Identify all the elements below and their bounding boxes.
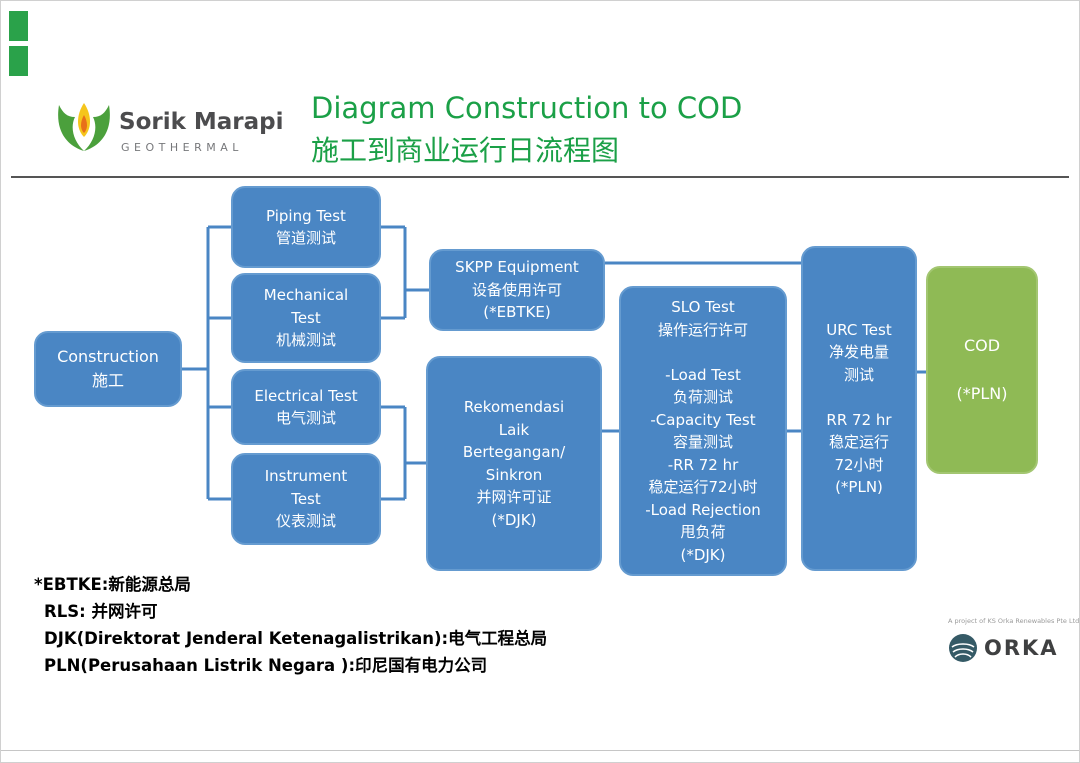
node-line: 稳定运行 [828, 433, 889, 451]
node-line: Rekomendasi [463, 398, 565, 416]
node-line: -Load Rejection [645, 500, 761, 519]
node-line: Test [291, 308, 321, 327]
node-line: 仪表测试 [275, 512, 336, 531]
brand-name: Sorik Marapi [119, 109, 284, 135]
footnote-ebtke: *EBTKE:新能源总局 [34, 575, 191, 594]
node-line: 电气测试 [275, 409, 336, 427]
node-line: URC Test [826, 320, 892, 339]
node-line: 容量测试 [672, 433, 733, 451]
node-line: 并网许可证 [476, 488, 552, 506]
node-line: Bertegangan/ [462, 443, 566, 461]
node-line: 施工 [91, 371, 124, 390]
node-mechanical-test: Mechanical Test 机械测试 [231, 273, 381, 363]
node-instrument-test: Instrument Test 仪表测试 [231, 453, 381, 545]
orka-wordmark: ORKA [984, 636, 1059, 660]
node-line [806, 386, 912, 409]
node-line [624, 341, 782, 364]
node-skpp-equipment: SKPP Equipment 设备使用许可 (*EBTKE) [429, 249, 605, 331]
node-line: 稳定运行72小时 [648, 478, 758, 496]
node-piping-test: Piping Test 管道测试 [231, 186, 381, 268]
node-line: 72小时 [834, 455, 884, 474]
node-line: SKPP Equipment [455, 258, 579, 277]
node-line: COD [963, 336, 1001, 355]
accent-square-bottom [9, 46, 28, 76]
bottom-divider [1, 750, 1079, 751]
node-line: (*PLN) [956, 384, 1008, 403]
node-line: RR 72 hr [826, 410, 892, 429]
footnote-pln: PLN(Perusahaan Listrik Negara ):印尼国有电力公司 [44, 656, 488, 675]
node-slo-test: SLO Test 操作运行许可 -Load Test 负荷测试 -Capacit… [619, 286, 787, 576]
footnotes: *EBTKE:新能源总局 RLS: 并网许可 DJK(Direktorat Je… [34, 571, 547, 679]
orka-logo: ORKA [948, 633, 1079, 663]
sorik-marapi-flower-icon [58, 103, 110, 151]
node-line: 负荷测试 [672, 388, 733, 406]
node-line: 净发电量 [828, 343, 889, 361]
accent-square-top [9, 11, 28, 41]
node-cod: COD (*PLN) [926, 266, 1038, 474]
node-line: -RR 72 hr [667, 455, 739, 474]
sorik-marapi-logo: Sorik Marapi GEOTHERMAL [53, 95, 284, 165]
node-line: 操作运行许可 [657, 320, 748, 339]
node-line: Test [291, 489, 321, 508]
node-line: SLO Test [671, 298, 735, 316]
node-electrical-test: Electrical Test 电气测试 [231, 369, 381, 445]
node-construction: Construction 施工 [34, 331, 182, 407]
orka-footer: A project of KS Orka Renewables Pte Ltd.… [948, 617, 1080, 663]
node-line: -Load Test [665, 365, 741, 384]
node-line: Mechanical [263, 286, 349, 305]
page-title-chinese: 施工到商业运行日流程图 [311, 134, 620, 167]
project-note: A project of KS Orka Renewables Pte Ltd. [948, 617, 1080, 625]
node-line: Construction [57, 347, 159, 366]
node-line: (*PLN) [835, 478, 883, 496]
node-line: 设备使用许可 [471, 280, 562, 299]
node-line: Laik [498, 420, 530, 439]
footnote-djk: DJK(Direktorat Jenderal Ketenagalistrika… [44, 629, 548, 648]
node-line: (*DJK) [491, 510, 537, 529]
node-line: Instrument [264, 467, 348, 486]
node-line: Piping Test [266, 206, 346, 225]
node-line: Electrical Test [254, 386, 358, 405]
node-rekomendasi-laik-bertegangan-sinkron: Rekomendasi Laik Bertegangan/ Sinkron 并网… [426, 356, 602, 571]
node-line: (*EBTKE) [483, 303, 551, 322]
page-title: Diagram Construction to COD [311, 91, 743, 125]
node-line: 管道测试 [275, 229, 336, 247]
footnote-rls: RLS: 并网许可 [44, 602, 158, 621]
orka-waves-icon [949, 634, 977, 662]
node-line: 甩负荷 [680, 523, 726, 541]
node-line: (*DJK) [680, 545, 726, 564]
node-line: Sinkron [485, 465, 543, 484]
node-line: 机械测试 [275, 331, 336, 350]
node-urc-test: URC Test 净发电量 测试 RR 72 hr 稳定运行 72小时 (*PL… [801, 246, 917, 571]
node-line: 测试 [843, 365, 874, 384]
brand-subtitle: GEOTHERMAL [121, 141, 243, 154]
node-line: -Capacity Test [650, 410, 756, 429]
header-divider [11, 176, 1069, 178]
node-line [931, 358, 1033, 382]
